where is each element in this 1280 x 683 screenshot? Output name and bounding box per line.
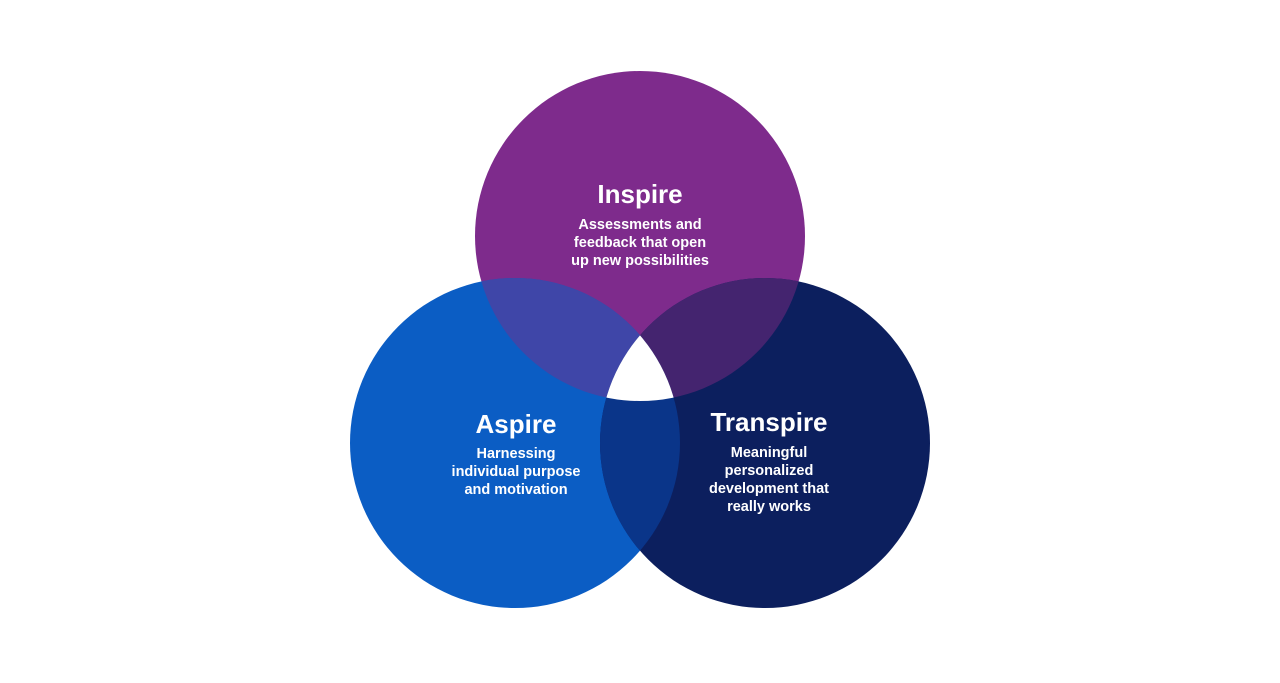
transpire-title: Transpire <box>710 407 827 437</box>
transpire-desc-line-4: really works <box>727 499 811 515</box>
inspire-desc-line-2: feedback that open <box>574 235 706 251</box>
transpire-desc-line-3: development that <box>709 481 829 497</box>
overlap-inspire-transpire <box>600 278 805 401</box>
transpire-desc-line-1: Meaningful <box>731 445 808 461</box>
inspire-desc-line-3: up new possibilities <box>571 253 709 269</box>
inspire-title: Inspire <box>597 179 682 209</box>
inspire-desc-line-1: Assessments and <box>578 217 701 233</box>
aspire-desc-line-1: Harnessing <box>477 446 556 462</box>
aspire-desc-line-3: and motivation <box>464 482 567 498</box>
overlap-inspire-aspire <box>475 278 680 401</box>
transpire-desc-line-2: personalized <box>725 463 814 479</box>
aspire-title: Aspire <box>476 409 557 439</box>
aspire-desc-line-2: individual purpose <box>452 464 581 480</box>
